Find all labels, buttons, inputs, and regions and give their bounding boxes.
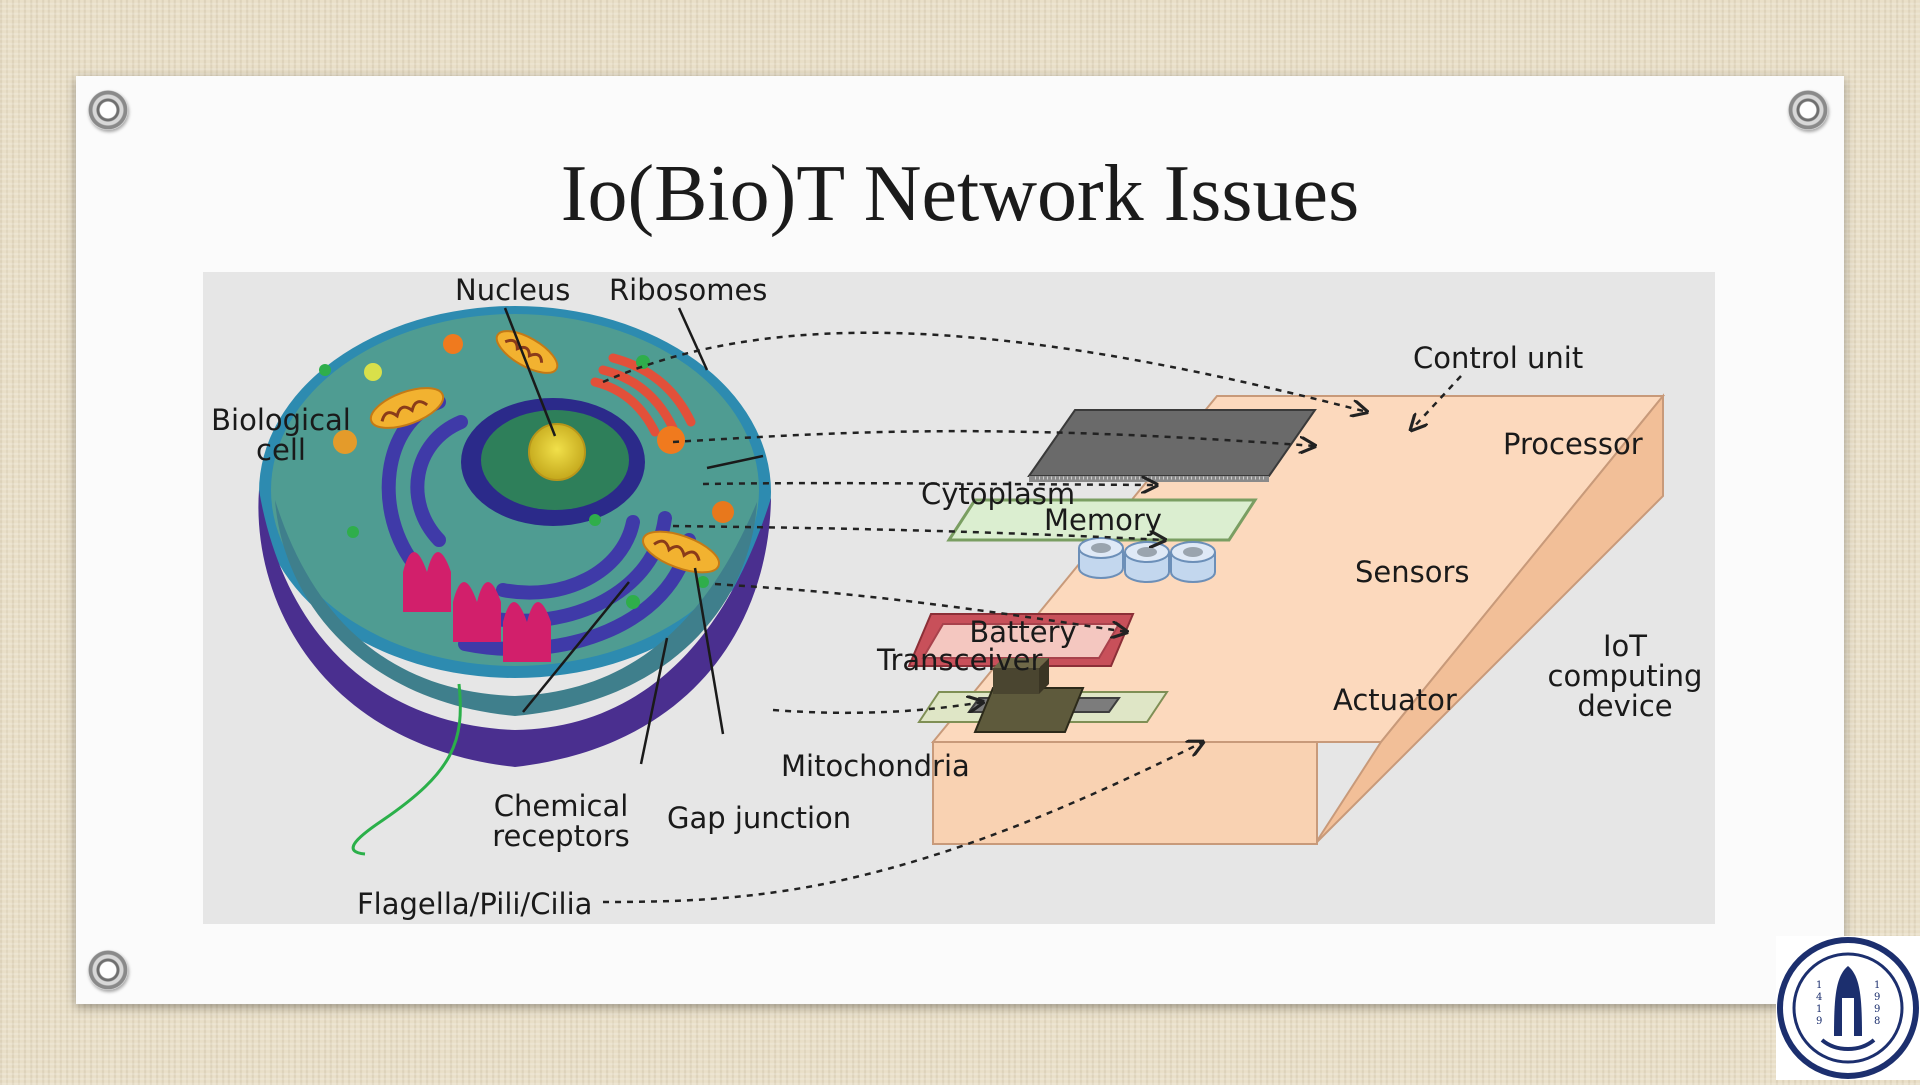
cell-iot-diagram: Nucleus Ribosomes Biological cell Cytopl…: [203, 272, 1715, 924]
ribosome-cluster: [590, 353, 696, 437]
label-processor: Processor: [1503, 427, 1643, 461]
device-front-face: [932, 741, 1318, 845]
logo-year-right-3: 9: [1874, 1004, 1880, 1015]
device-right-face: [1314, 393, 1664, 845]
label-transceiver: Transceiver: [876, 643, 1042, 677]
label-chemical-receptors-line1: Chemical: [494, 789, 629, 823]
label-mitochondria: Mitochondria: [781, 749, 970, 783]
logo-year-left-1: 1: [1816, 980, 1822, 991]
label-memory: Memory: [1044, 503, 1162, 537]
label-control-unit: Control unit: [1413, 341, 1583, 375]
grommet-top-left: [88, 90, 128, 130]
logo-year-right-4: 8: [1874, 1016, 1880, 1027]
processor-chip: [1027, 409, 1317, 482]
transceiver-chip: [973, 658, 1085, 733]
battery-block: [907, 613, 1135, 667]
mitochondria: [369, 330, 720, 574]
label-cytoplasm: Cytoplasm: [921, 477, 1075, 511]
college-seal: 1 4 1 9 1 9 9 8: [1777, 937, 1919, 1079]
cell-labels: Nucleus Ribosomes Biological cell Cytopl…: [211, 273, 1075, 921]
label-battery: Battery: [969, 615, 1076, 649]
diagram-svg: Nucleus Ribosomes Biological cell Cytopl…: [211, 273, 1702, 921]
label-actuator: Actuator: [1333, 683, 1457, 717]
flagella-strand: [351, 683, 462, 856]
grommet-top-right: [1788, 90, 1828, 130]
logo-year-left-3: 1: [1816, 1004, 1822, 1015]
nucleus: [461, 398, 645, 526]
label-ribosomes: Ribosomes: [609, 273, 767, 307]
mapping-arrows: [602, 331, 1367, 904]
label-sensors: Sensors: [1355, 555, 1470, 589]
memory-module: [946, 498, 1258, 542]
label-iot-device-line3: device: [1577, 689, 1672, 723]
logo-year-left-4: 9: [1816, 1016, 1822, 1027]
logo-year-left-2: 4: [1816, 992, 1822, 1003]
logo-year-right-1: 1: [1874, 980, 1880, 991]
label-nucleus: Nucleus: [455, 273, 570, 307]
slide-title: Io(Bio)T Network Issues: [560, 150, 1360, 238]
label-iot-device-line1: IoT: [1603, 629, 1647, 663]
label-iot-device-line2: computing: [1548, 659, 1703, 693]
sensors-cylinders: [1078, 537, 1216, 583]
grommet-bottom-left: [88, 950, 128, 990]
label-chemical-receptors-line2: receptors: [492, 819, 629, 853]
device-labels: Control unit Processor Memory Sensors Ba…: [969, 341, 1702, 723]
college-logo: 1 4 1 9 1 9 9 8: [1776, 936, 1920, 1080]
label-gap-junction: Gap junction: [667, 801, 851, 835]
control-unit-arrow: [1411, 375, 1462, 430]
label-flagella: Flagella/Pili/Cilia: [357, 887, 592, 921]
label-biological-cell-line2: cell: [256, 433, 306, 467]
biological-cell: [258, 306, 771, 856]
logo-year-right-2: 9: [1874, 992, 1880, 1003]
rough-er: [403, 552, 551, 662]
label-biological-cell-line1: Biological: [211, 403, 351, 437]
vesicles: [319, 334, 734, 609]
leader-lines: [503, 307, 764, 765]
